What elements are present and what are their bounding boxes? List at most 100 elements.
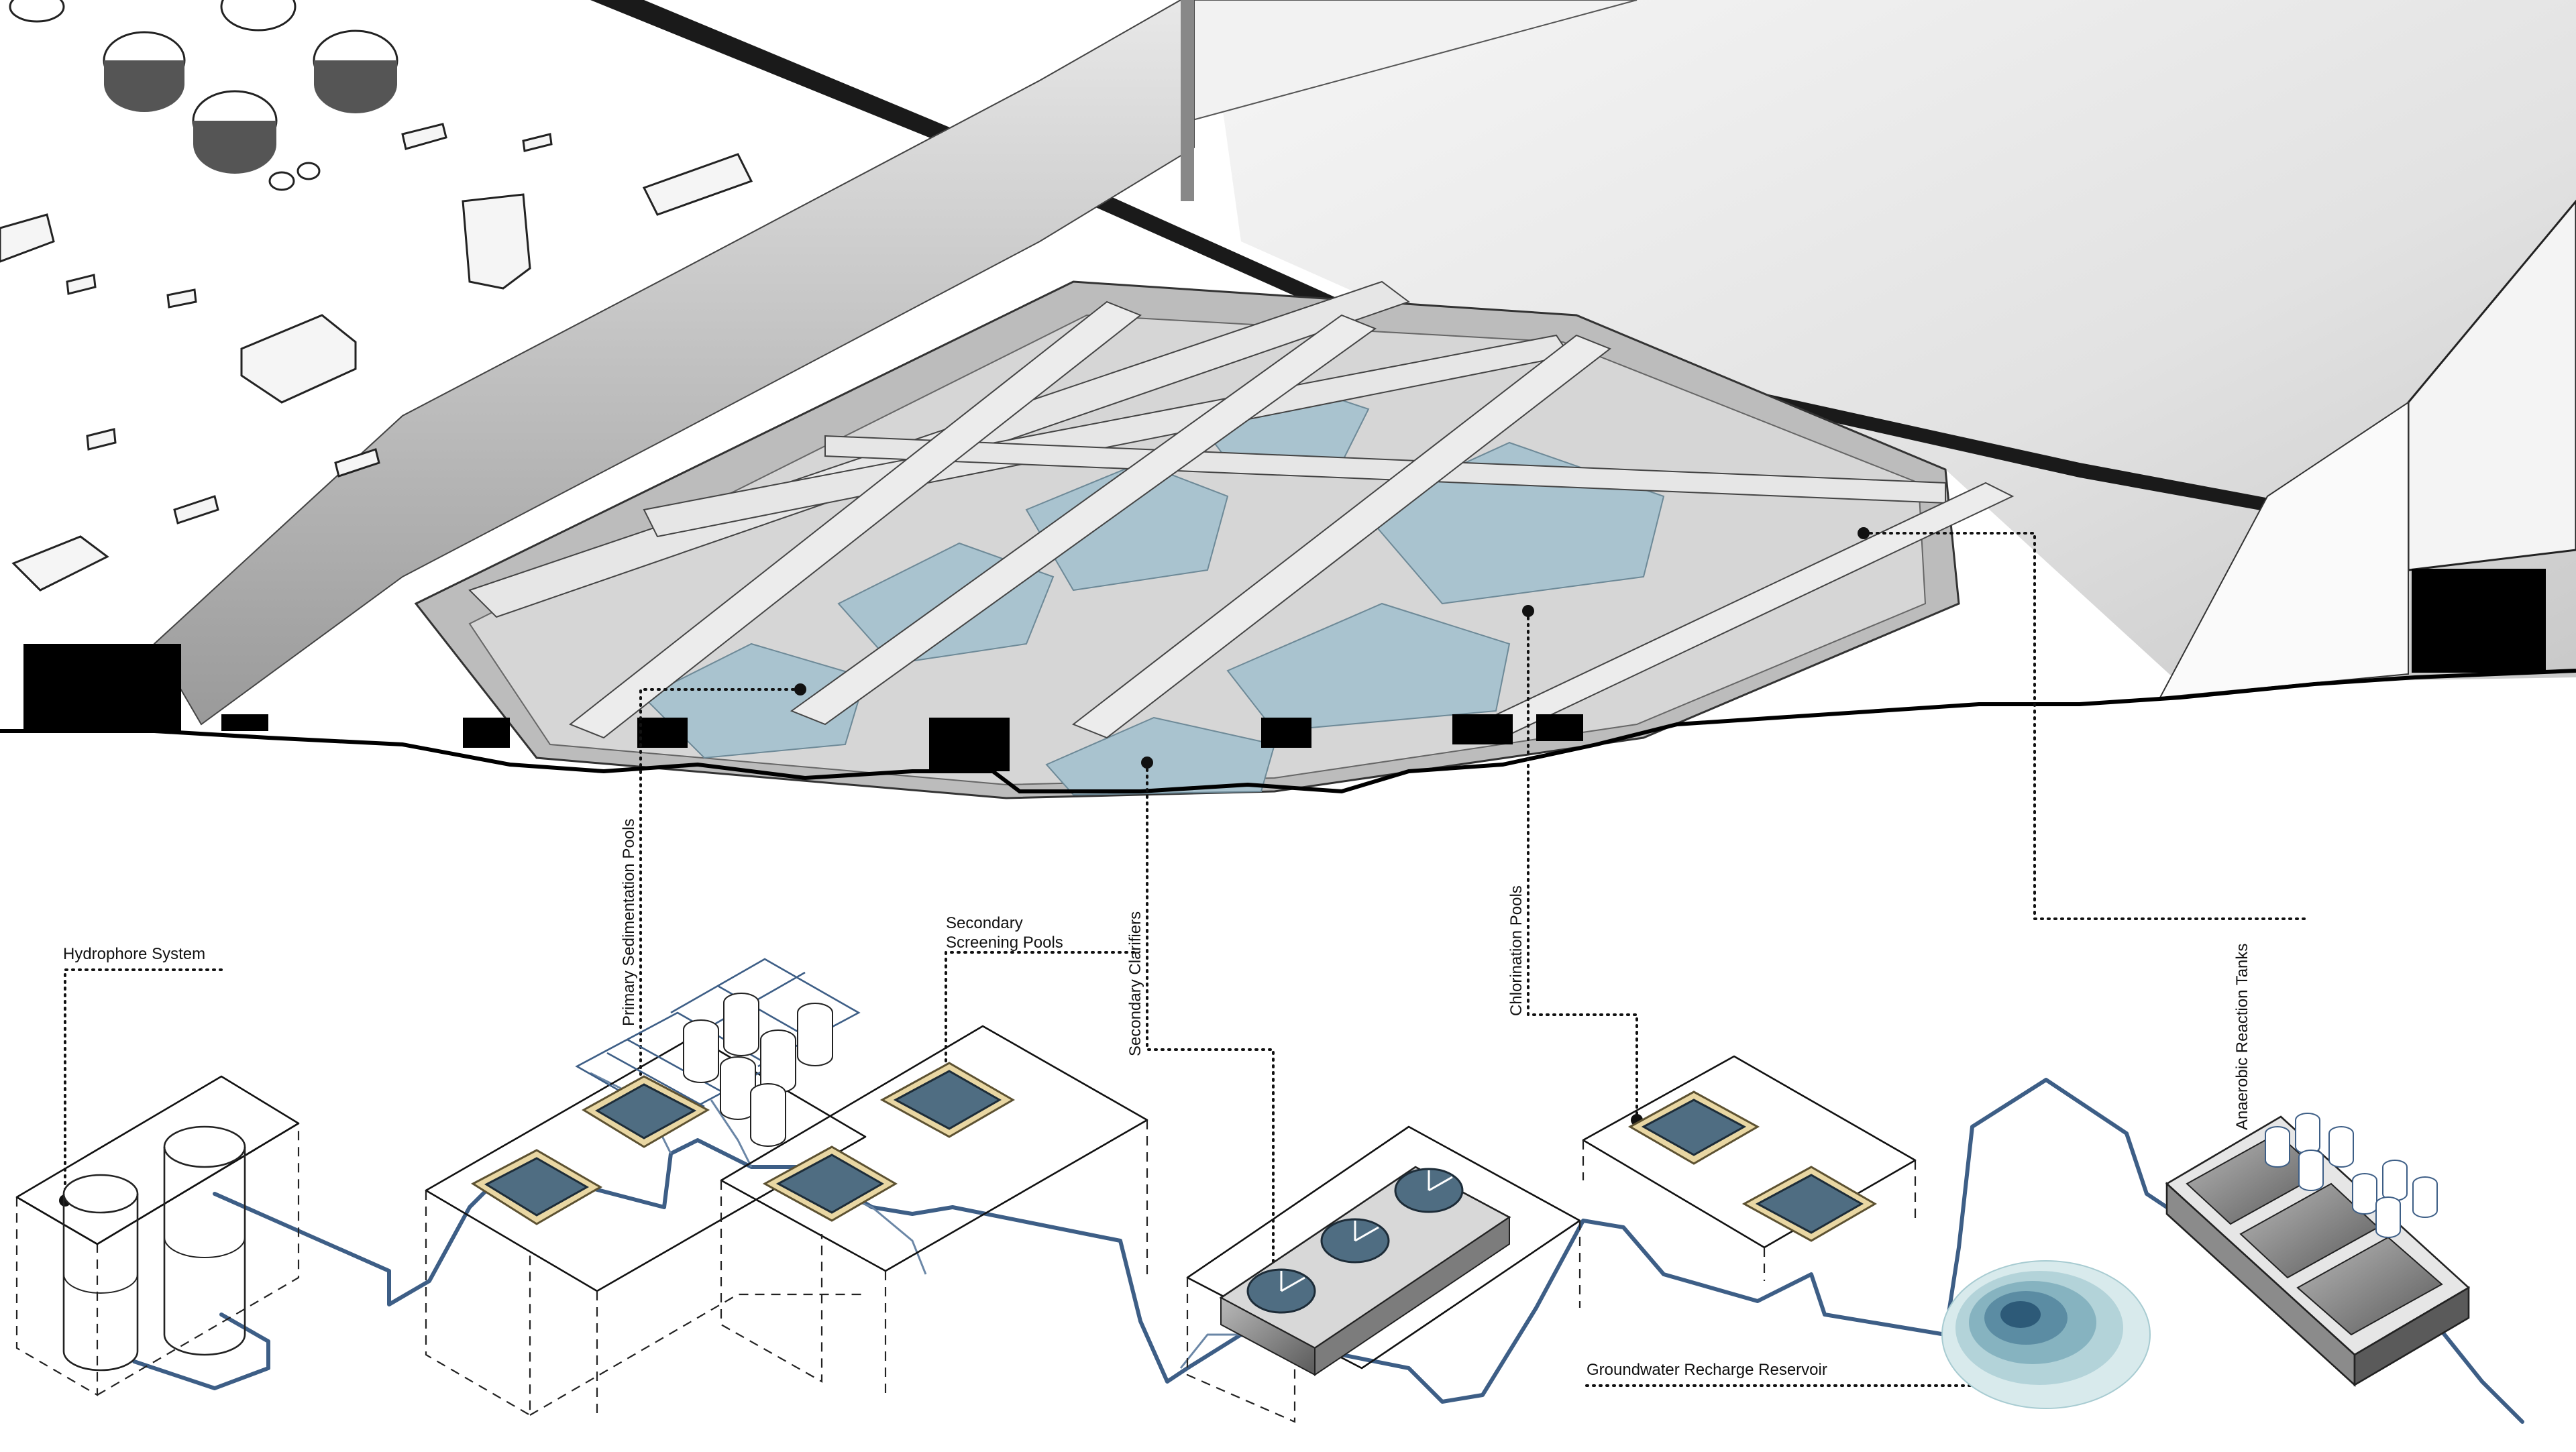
pool-plan-1: [643, 643, 867, 759]
bldg-3: [642, 153, 753, 216]
clarifier-1-arm: [1280, 1271, 1305, 1292]
pipe-main: [213, 1078, 2524, 1424]
groundwater-reservoir: [1941, 1260, 2151, 1409]
leader-screening: [945, 951, 1135, 1091]
silo-2-body: [723, 1003, 759, 1056]
right-slope: [2159, 401, 2409, 699]
reservoir-core: [2000, 1301, 2041, 1328]
chlorination-pool-2: [1741, 1166, 1877, 1242]
bldg-2: [240, 314, 357, 404]
cyl-small-body: [62, 1194, 139, 1372]
screening-pool-2-water: [893, 1070, 1002, 1130]
an-silo-7-body: [2412, 1184, 2438, 1218]
bldg-9: [173, 495, 219, 524]
pipe-branch-4: [1179, 1333, 1241, 1369]
bldg-8: [86, 428, 117, 451]
label-secondary-clarifiers: Secondary Clarifiers: [1126, 911, 1144, 1056]
ridge-face: [1181, 0, 1194, 201]
chlorination-block: [1582, 1055, 1917, 1281]
leader-primary: [639, 688, 802, 1115]
screening-pool-1: [762, 1146, 898, 1222]
cyl-large-ring: [164, 1237, 246, 1258]
chlorination-pool-2-water: [1755, 1174, 1864, 1234]
cut-block-left: [23, 644, 181, 731]
clarifier-1: [1246, 1268, 1316, 1314]
anaerobic-tank-block: [2165, 1113, 2471, 1387]
beam-f: [1072, 334, 1611, 739]
hydrophore-box-sides: [15, 1123, 300, 1396]
an-silo-3-body: [2328, 1133, 2354, 1168]
primary-sedimentation-block: [425, 958, 867, 1416]
clarifier-2-arm: [1354, 1221, 1379, 1242]
anaerobic-side-right: [2353, 1286, 2470, 1387]
an-silo-4-body: [2298, 1157, 2324, 1191]
tank-2-side: [193, 121, 276, 174]
section-cut-blocks: [23, 644, 1583, 771]
chlorination-pool-1: [1627, 1091, 1760, 1165]
bldg-7: [66, 274, 97, 295]
cross-beams: [468, 280, 2015, 739]
leader-groundwater: [1585, 1333, 2054, 1387]
label-chlorination: Chlorination Pools: [1507, 885, 1525, 1016]
cut-block-3: [463, 718, 510, 748]
screening-pool-2: [879, 1062, 1015, 1138]
an-silo-6-body: [2382, 1167, 2408, 1201]
primary-box-top: [425, 1035, 867, 1292]
clarifier-2: [1320, 1218, 1390, 1264]
hydrophore-cylinder-small: [62, 1174, 139, 1372]
anaerobic-silos: [2265, 1113, 2438, 1238]
label-secondary-screening-2: Screening Pools: [946, 934, 1063, 952]
cyl-small-top: [62, 1174, 139, 1214]
label-primary-sedimentation: Primary Sedimentation Pools: [620, 819, 638, 1026]
label-secondary-screening-1: Secondary: [946, 914, 1023, 932]
road-band: [590, 0, 2294, 516]
section-ground-line: [0, 669, 2576, 794]
leader-anaerobic: [1862, 532, 2309, 920]
an-silo-8-body: [2375, 1204, 2401, 1238]
pool-plan-3: [1025, 461, 1229, 592]
clarifier-box-sides: [1186, 1221, 1581, 1423]
silo-5-body: [797, 1013, 833, 1066]
chlorination-pool-1-water: [1641, 1099, 1747, 1156]
tank-3-side: [314, 60, 397, 113]
silo-1-body: [683, 1029, 719, 1083]
primary-pool-2: [582, 1075, 710, 1148]
silo-6-body: [750, 1093, 786, 1147]
label-hydrophore: Hydrophore System: [63, 945, 205, 963]
hydrophore-cylinder-large: [163, 1125, 246, 1356]
cyl-small-ring: [63, 1274, 138, 1294]
bldg-11: [334, 448, 380, 478]
labels: Hydrophore System Secondary Screening Po…: [63, 819, 2251, 1379]
site-axonometric: [0, 0, 2576, 799]
primary-silos: [683, 993, 833, 1147]
primary-pool-2-water: [594, 1083, 697, 1139]
terrain-right: [1208, 0, 2576, 684]
secondary-screening-block: [720, 1025, 1148, 1395]
hydrophore-box-top: [15, 1075, 300, 1245]
screening-pool-1-water: [775, 1154, 885, 1214]
clarifier-3: [1394, 1168, 1464, 1213]
cut-block-8: [1536, 714, 1583, 741]
leader-hydrophore: [64, 968, 223, 1202]
cut-block-5: [929, 718, 1010, 771]
hydrophore-system: [15, 1075, 300, 1396]
tank-4: [220, 0, 297, 32]
leader-chlorination: [1527, 610, 1638, 1121]
an-silo-5-body: [2352, 1180, 2377, 1215]
primary-box-sides: [425, 1190, 865, 1416]
pipe-branch-1: [132, 1313, 270, 1390]
clarifier-base-side-2: [1314, 1216, 1510, 1376]
beam-e: [790, 314, 1377, 726]
hydrophore-box-edge: [16, 1122, 299, 1245]
right-block-cut: [2412, 569, 2546, 673]
label-anaerobic: Anaerobic Reaction Tanks: [2233, 944, 2251, 1130]
bldg-1: [462, 193, 531, 290]
bldg-5: [401, 123, 447, 150]
cyl-large-body: [163, 1147, 246, 1356]
an-silo-2-body: [2295, 1120, 2320, 1154]
label-groundwater: Groundwater Recharge Reservoir: [1587, 1361, 1827, 1379]
cut-block-2: [221, 714, 268, 731]
an-silo-1-body: [2265, 1133, 2290, 1168]
